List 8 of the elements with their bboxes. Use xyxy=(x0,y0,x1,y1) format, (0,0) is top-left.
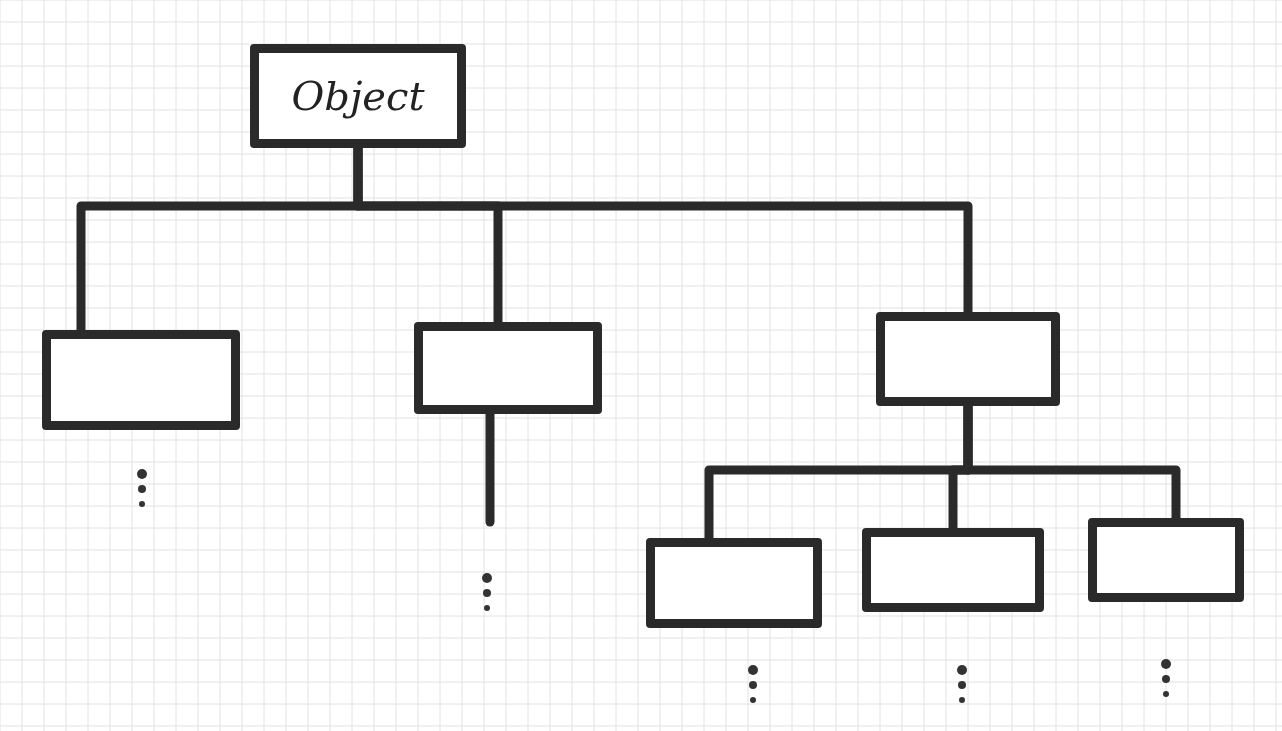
empty-box xyxy=(42,330,240,430)
empty-box xyxy=(414,322,602,414)
class-box xyxy=(250,44,466,148)
empty-box xyxy=(646,538,822,628)
node-label: Object xyxy=(291,73,425,119)
empty-box xyxy=(876,312,1060,406)
empty-box xyxy=(1088,518,1244,602)
empty-box xyxy=(862,528,1044,612)
